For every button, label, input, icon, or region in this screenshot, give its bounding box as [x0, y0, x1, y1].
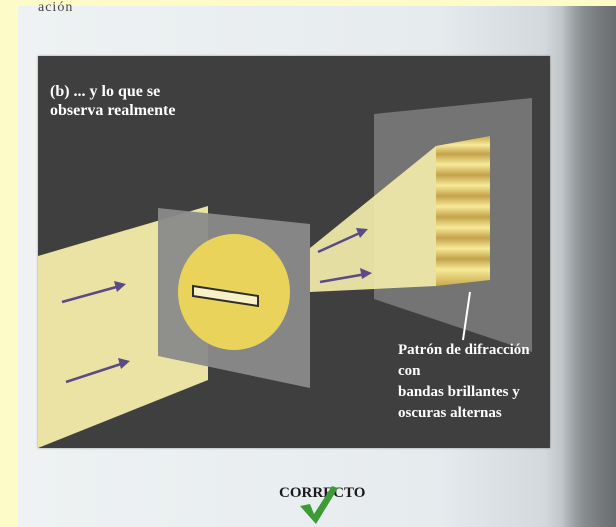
- incident-arrows: [61, 281, 130, 384]
- check-mark-icon: [300, 486, 338, 524]
- diffracted-arrows: [317, 228, 372, 284]
- slit: [192, 284, 259, 308]
- pattern-pointer-line: [462, 291, 471, 341]
- diffraction-pattern: [436, 136, 490, 286]
- diffraction-figure: (b) ... y lo que se observa realmente Pa…: [38, 56, 550, 448]
- figure-caption: (b) ... y lo que se observa realmente: [50, 83, 176, 119]
- page-spine-shadow: [562, 6, 616, 527]
- pattern-label: Patrón de difracción con bandas brillant…: [398, 342, 530, 421]
- correct-label: CORRECTO: [279, 485, 366, 501]
- diffracted-beam: [310, 146, 436, 292]
- cut-off-text: ación: [38, 0, 74, 15]
- diffraction-diagram: [38, 98, 532, 448]
